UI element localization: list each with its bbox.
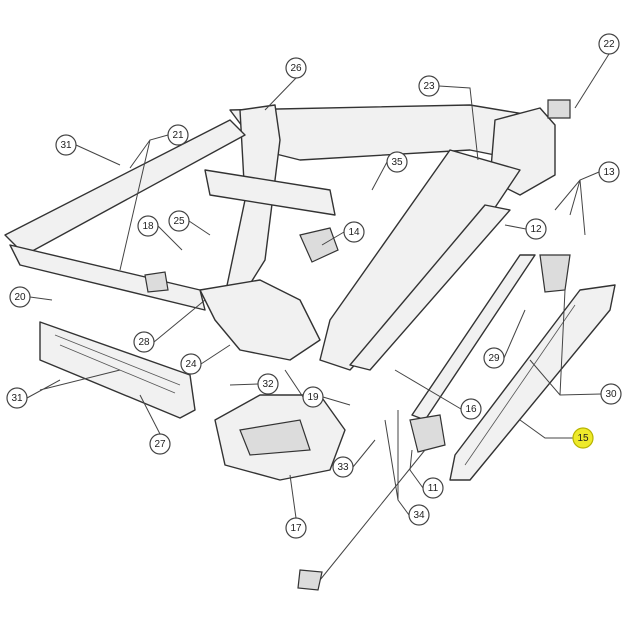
callout-circle	[418, 75, 440, 97]
callout-30: 30	[600, 383, 622, 405]
callout-label: 16	[465, 404, 477, 415]
callout-label: 11	[428, 483, 439, 494]
callout-16: 16	[460, 398, 482, 420]
callout-label: 23	[423, 81, 435, 92]
callout-32: 32	[257, 373, 279, 395]
callout-circle	[572, 427, 594, 449]
connector-block	[409, 414, 446, 453]
motor-guard	[39, 321, 196, 419]
callout-circle	[168, 210, 190, 232]
callout-circle	[257, 373, 279, 395]
battery-rail	[349, 204, 511, 371]
bottom-bracket	[199, 279, 321, 361]
chain-stay	[9, 244, 206, 311]
callout-label: 12	[530, 224, 542, 235]
callout-label: 22	[603, 39, 615, 50]
callout-28: 28	[133, 331, 155, 353]
down-tube	[319, 149, 521, 371]
callout-circle	[386, 151, 408, 173]
callout-group: 22 26 23 31 21 35 13 18 25 14 12 20 28 24 29 30 31 32 19 16…	[6, 33, 622, 539]
callout-21: 21	[167, 124, 189, 146]
callout-circle	[332, 456, 354, 478]
callout-label: 21	[172, 130, 184, 141]
callout-34: 34	[408, 504, 430, 526]
callout-label: 13	[603, 167, 615, 178]
callout-circle	[525, 218, 547, 240]
callout-27: 27	[149, 433, 171, 455]
callout-24: 24	[180, 353, 202, 375]
callout-19: 19	[302, 386, 324, 408]
callout-circle	[137, 215, 159, 237]
callout-14: 14	[343, 221, 365, 243]
callout-label: 32	[262, 379, 274, 390]
callout-circle	[483, 347, 505, 369]
callout-circle	[6, 387, 28, 409]
callout-label: 20	[14, 292, 26, 303]
rocker-link	[204, 169, 336, 216]
callout-label: 19	[307, 392, 319, 403]
callout-label: 28	[138, 337, 150, 348]
callout-26: 26	[285, 57, 307, 79]
callout-11: 11	[422, 477, 444, 499]
callout-label: 15	[577, 433, 589, 444]
callout-label: 27	[154, 439, 166, 450]
battery-cover	[449, 284, 616, 481]
callout-circle	[598, 161, 620, 183]
callout-31: 31	[55, 134, 77, 156]
callout-circle	[149, 433, 171, 455]
callout-33: 33	[332, 456, 354, 478]
callout-25: 25	[168, 210, 190, 232]
callout-circle	[598, 33, 620, 55]
callout-circle	[302, 386, 324, 408]
callout-17: 17	[285, 517, 307, 539]
callout-circle	[180, 353, 202, 375]
callout-label: 30	[605, 389, 617, 400]
callout-23: 23	[418, 75, 440, 97]
callout-label: 24	[185, 359, 197, 370]
callout-circle	[343, 221, 365, 243]
callout-circle	[600, 383, 622, 405]
callout-circle	[285, 517, 307, 539]
callout-label: 14	[348, 227, 360, 238]
callout-31: 31	[6, 387, 28, 409]
callout-circle	[9, 286, 31, 308]
callout-15: 15	[572, 427, 594, 449]
callout-29: 29	[483, 347, 505, 369]
callout-13: 13	[598, 161, 620, 183]
callout-label: 18	[142, 221, 154, 232]
frame-drawing	[4, 99, 616, 591]
callout-20: 20	[9, 286, 31, 308]
leader-lines	[26, 53, 610, 519]
callout-label: 17	[290, 523, 302, 534]
callout-22: 22	[598, 33, 620, 55]
callout-circle	[285, 57, 307, 79]
shock-mount	[299, 227, 339, 263]
callout-18: 18	[137, 215, 159, 237]
callout-label: 34	[413, 510, 425, 521]
callout-label: 35	[391, 157, 403, 168]
callout-label: 31	[11, 393, 23, 404]
callout-circle	[422, 477, 444, 499]
callout-circle	[408, 504, 430, 526]
callout-label: 33	[337, 462, 349, 473]
callout-circle	[55, 134, 77, 156]
callout-label: 29	[488, 353, 500, 364]
callout-circle	[460, 398, 482, 420]
callout-circle	[133, 331, 155, 353]
callout-label: 31	[60, 140, 72, 151]
callout-35: 35	[386, 151, 408, 173]
callout-label: 26	[290, 63, 302, 74]
callout-12: 12	[525, 218, 547, 240]
callout-label: 25	[173, 216, 185, 227]
cable-plug	[297, 569, 323, 591]
callout-circle	[167, 124, 189, 146]
